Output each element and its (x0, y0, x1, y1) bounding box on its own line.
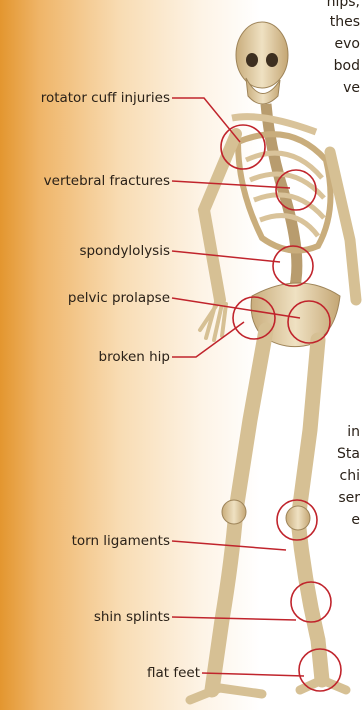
right-knee (286, 506, 310, 530)
label-broken-hip: broken hip (0, 349, 170, 365)
left-foot (190, 688, 262, 700)
label-rotator-cuff-injuries: rotator cuff injuries (0, 90, 170, 106)
right-arm (330, 152, 356, 300)
label-vertebral-fractures: vertebral fractures (0, 173, 170, 189)
right-foot (300, 680, 346, 690)
label-spondylolysis: spondylolysis (0, 243, 170, 259)
label-flat-feet: flat feet (0, 665, 200, 681)
side-text-line: ve (343, 80, 360, 96)
eye-socket (246, 53, 258, 67)
side-text-line: in (347, 424, 360, 440)
left-knee (222, 500, 246, 524)
eye-socket (266, 53, 278, 67)
side-text-line: ser (338, 490, 360, 506)
side-text-line: Sta (337, 446, 360, 462)
label-shin-splints: shin splints (0, 609, 170, 625)
side-text-line: e (351, 512, 360, 528)
leader-line-shin (172, 617, 296, 620)
side-text-line: bod (334, 58, 360, 74)
leader-line-vertebral (172, 181, 290, 188)
label-torn-ligaments: torn ligaments (0, 533, 170, 549)
left-arm (204, 134, 236, 300)
skull (236, 22, 288, 88)
side-text-line: hips, (327, 0, 360, 10)
side-text-line: evo (335, 36, 360, 52)
leader-line-spondy (172, 251, 280, 262)
side-text-line: thes (330, 14, 360, 30)
side-text-line: chi (340, 468, 360, 484)
label-pelvic-prolapse: pelvic prolapse (0, 290, 170, 306)
